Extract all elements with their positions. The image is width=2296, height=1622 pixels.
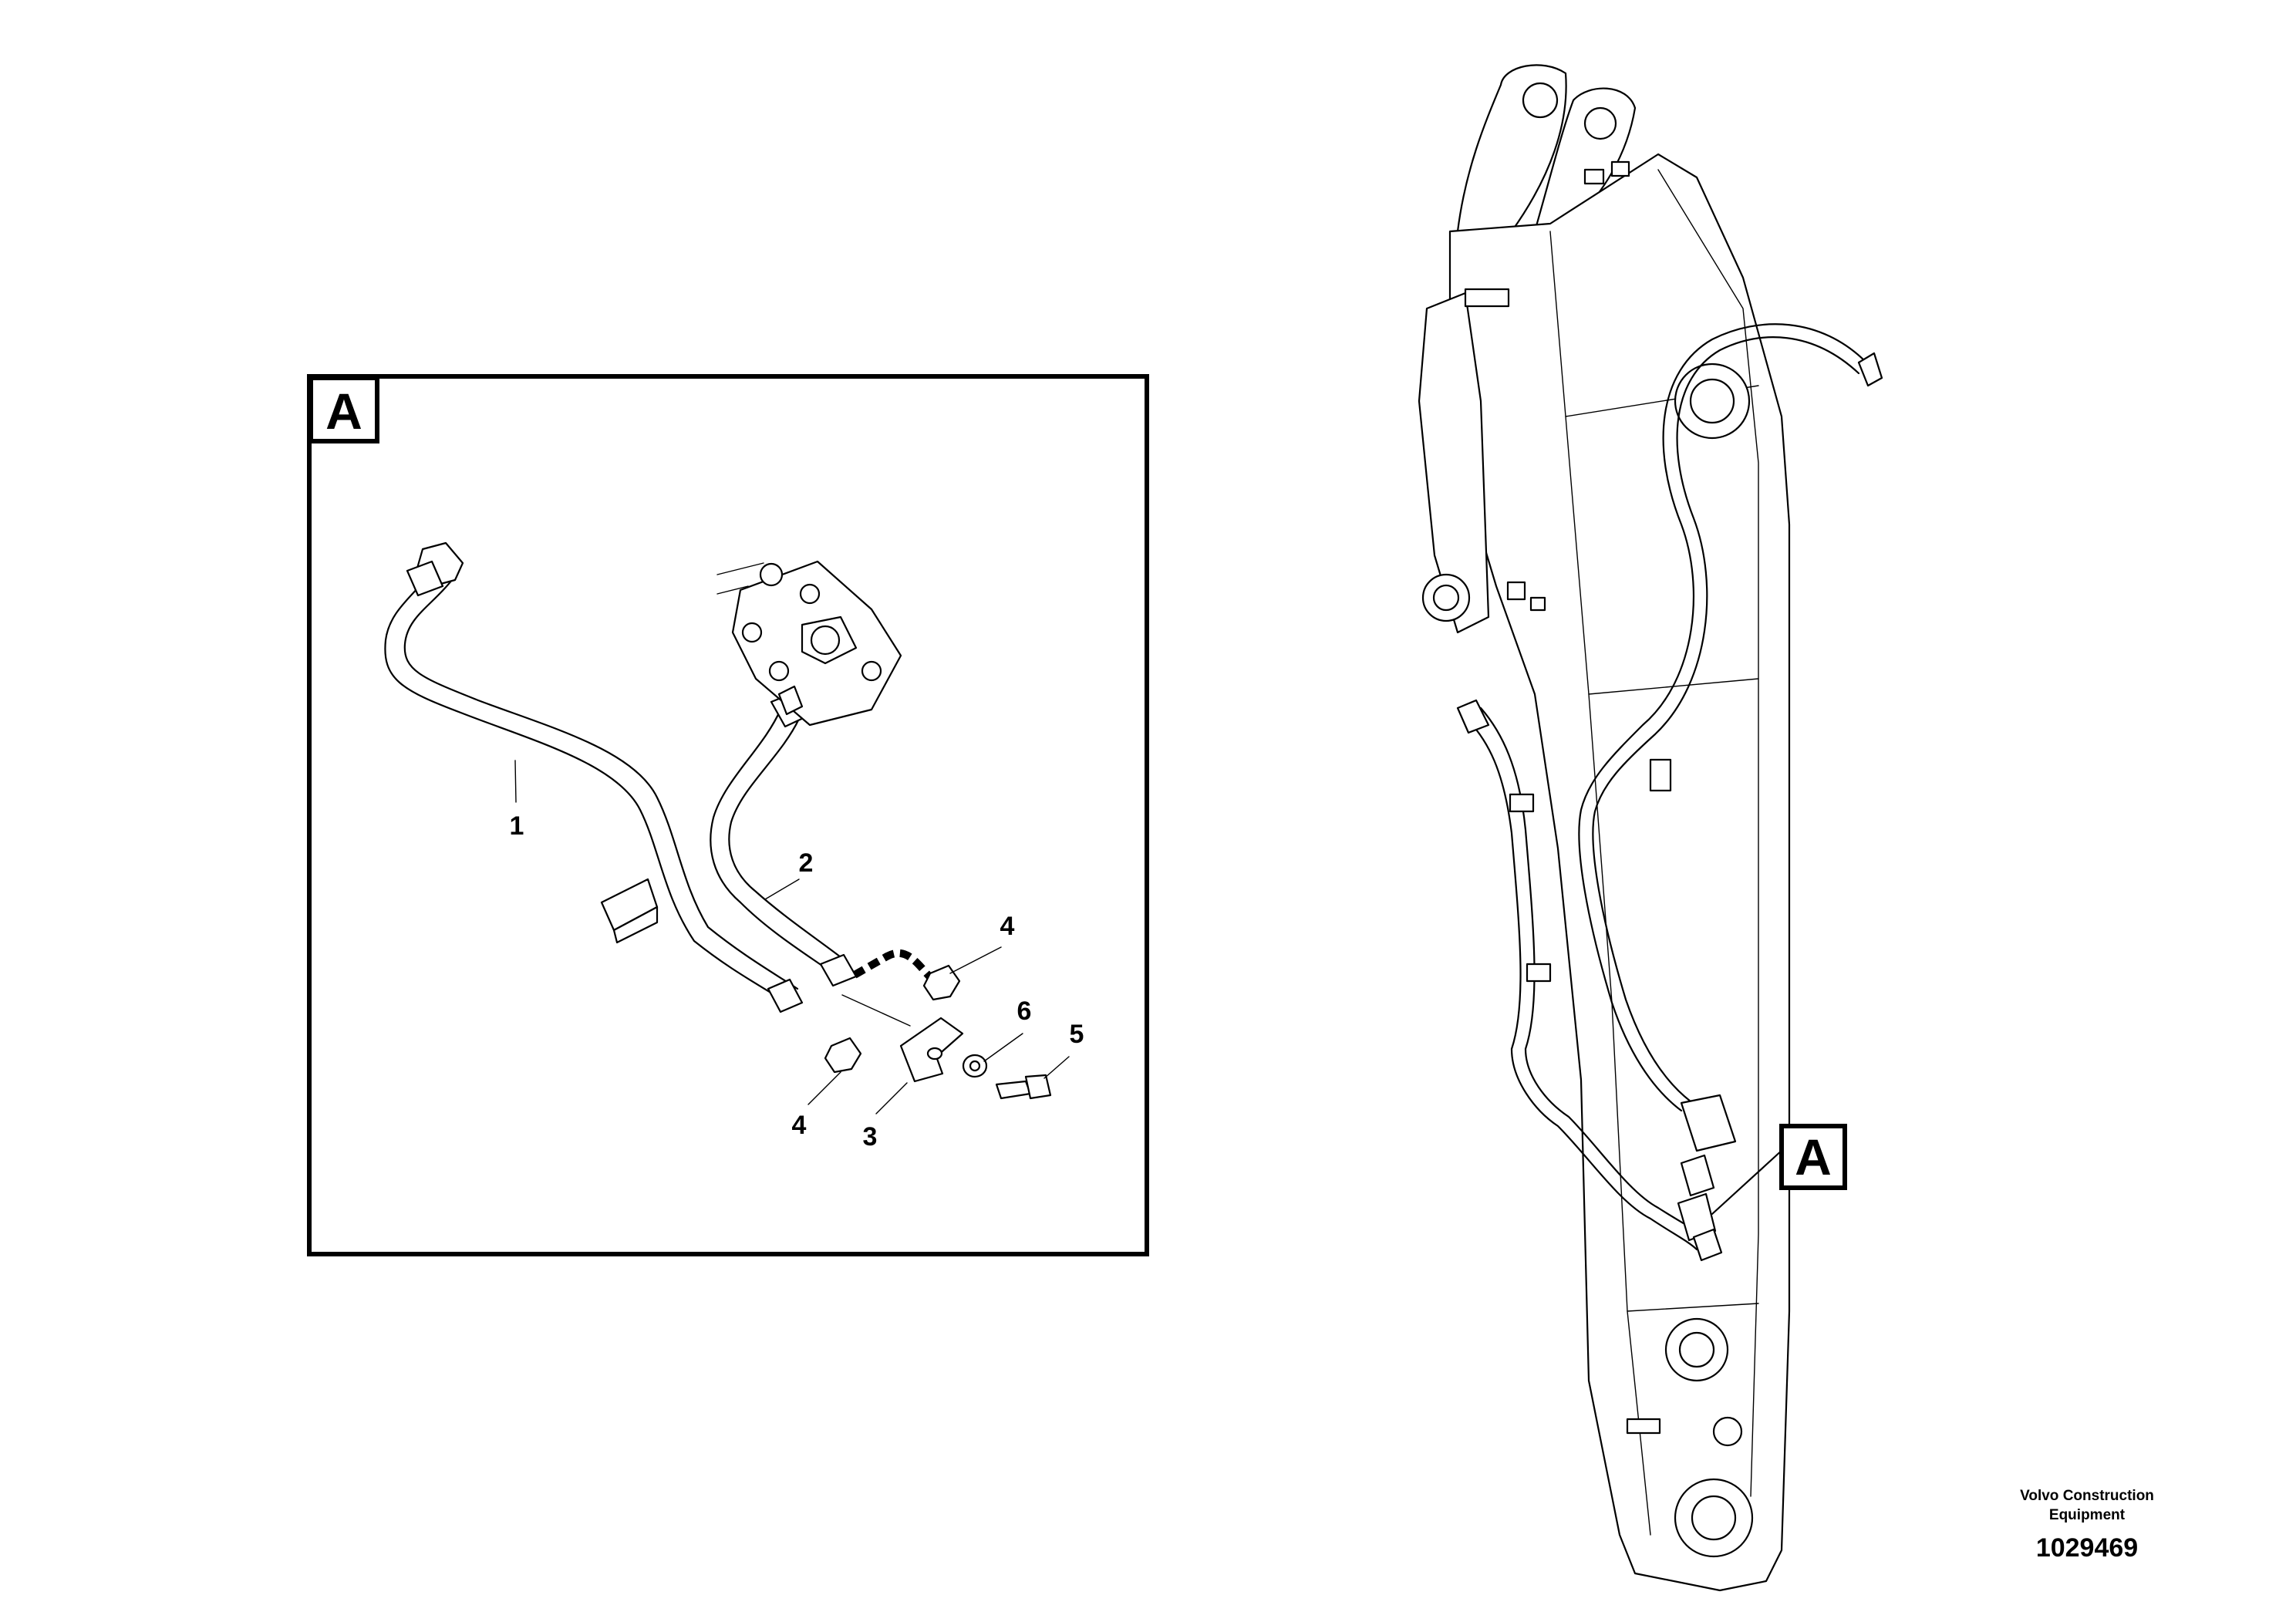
detail-marker-leader (1711, 1148, 1785, 1216)
callout-6: 6 (1017, 996, 1032, 1026)
callout-4-upper: 4 (1000, 912, 1015, 941)
callout-3: 3 (863, 1122, 878, 1152)
leader-3-line (841, 994, 911, 1027)
leader-3 (875, 1082, 908, 1114)
arm-overview: A (1418, 64, 1883, 1592)
arm-body (1448, 153, 1791, 1592)
callout-4-lower: 4 (792, 1111, 807, 1140)
callout-5: 5 (1070, 1020, 1084, 1049)
detail-label: A (325, 383, 362, 440)
callout-1: 1 (510, 811, 524, 841)
arm-linkage (1418, 292, 1490, 634)
tube-part-2 (710, 691, 858, 987)
washer-part-6 (962, 1054, 988, 1078)
valve-block (716, 560, 902, 727)
detail-marker-box (1779, 1124, 1847, 1190)
detail-marker-label: A (1795, 1128, 1832, 1185)
clamp-part-3 (899, 1017, 964, 1083)
dashed-connection (852, 949, 932, 980)
detail-frame (307, 374, 1149, 1256)
leader-4-upper (949, 946, 1002, 974)
leader-5 (1043, 1056, 1070, 1079)
arm-tube-left (1464, 716, 1698, 1251)
arm-hose-loop (1578, 323, 1868, 1112)
nut-part-4-lower (824, 1037, 862, 1074)
credit-block: Volvo Construction Equipment 1029469 (2020, 1488, 2154, 1563)
tube-part-1 (384, 541, 804, 1013)
bolt-part-5 (995, 1074, 1052, 1100)
leader-4-lower (807, 1071, 841, 1105)
leader-2 (764, 878, 800, 900)
leader-1 (514, 760, 517, 803)
document-number: 1029469 (2036, 1533, 2138, 1563)
credit-line-2: Equipment (2049, 1507, 2126, 1523)
nut-part-4-upper (922, 964, 961, 1001)
credit-line-1: Volvo Construction (2020, 1488, 2154, 1504)
leader-6 (983, 1033, 1023, 1062)
detail-label-box (308, 376, 379, 443)
detail-view-a: A (307, 374, 1149, 1256)
callout-2: 2 (799, 848, 814, 878)
